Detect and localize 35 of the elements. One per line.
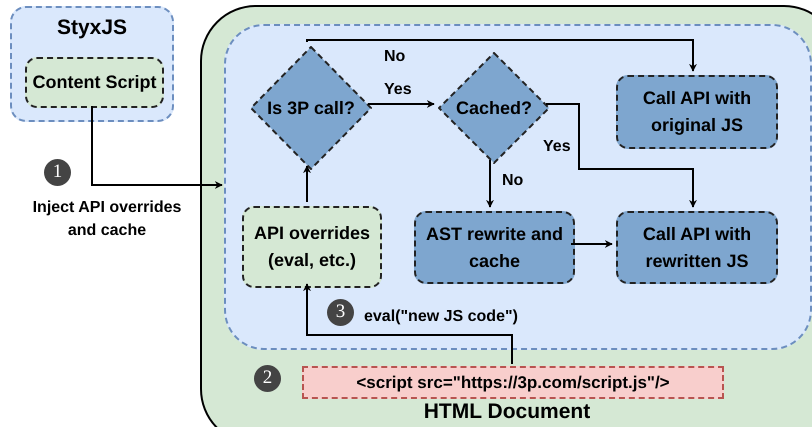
node-label: AST rewrite and cache <box>424 222 564 272</box>
node-label: Call API with rewritten JS <box>642 222 752 272</box>
process-box <box>414 211 575 284</box>
arrow <box>91 106 223 189</box>
arrow <box>306 39 697 72</box>
arrow <box>303 165 311 202</box>
edge-label: Yes <box>384 80 413 100</box>
edge-label: Inject API overrides and cache <box>32 198 182 242</box>
process-box <box>616 75 778 149</box>
edge-label: No <box>502 171 524 191</box>
group-panel <box>10 6 174 122</box>
arrow <box>486 160 494 208</box>
arrow <box>303 283 513 364</box>
node-label: API overrides (eval, etc.) <box>252 222 372 272</box>
node-label: <script src="https://3p.com/script.js"/> <box>356 372 670 394</box>
document-title: HTML Document <box>422 399 592 425</box>
node-label: Is 3P call? <box>267 96 355 120</box>
edge-label: Yes <box>543 137 572 157</box>
process-area <box>224 24 812 350</box>
edge-label: eval("new JS code") <box>364 307 519 327</box>
decision-diamond <box>250 46 372 170</box>
arrow <box>571 240 613 248</box>
code-box <box>302 366 724 399</box>
document-panel <box>200 5 812 427</box>
group-title: StyxJS <box>56 15 128 41</box>
step-number-badge: 1 <box>44 159 71 186</box>
node-label: Call API with original JS <box>642 87 752 137</box>
node-label: Content Script <box>32 71 156 94</box>
process-box <box>616 211 778 284</box>
process-box <box>25 57 164 108</box>
arrow <box>546 103 697 208</box>
process-box <box>242 206 382 288</box>
arrow <box>368 100 435 108</box>
node-label: Cached? <box>456 96 532 120</box>
edge-label: No <box>384 47 406 67</box>
